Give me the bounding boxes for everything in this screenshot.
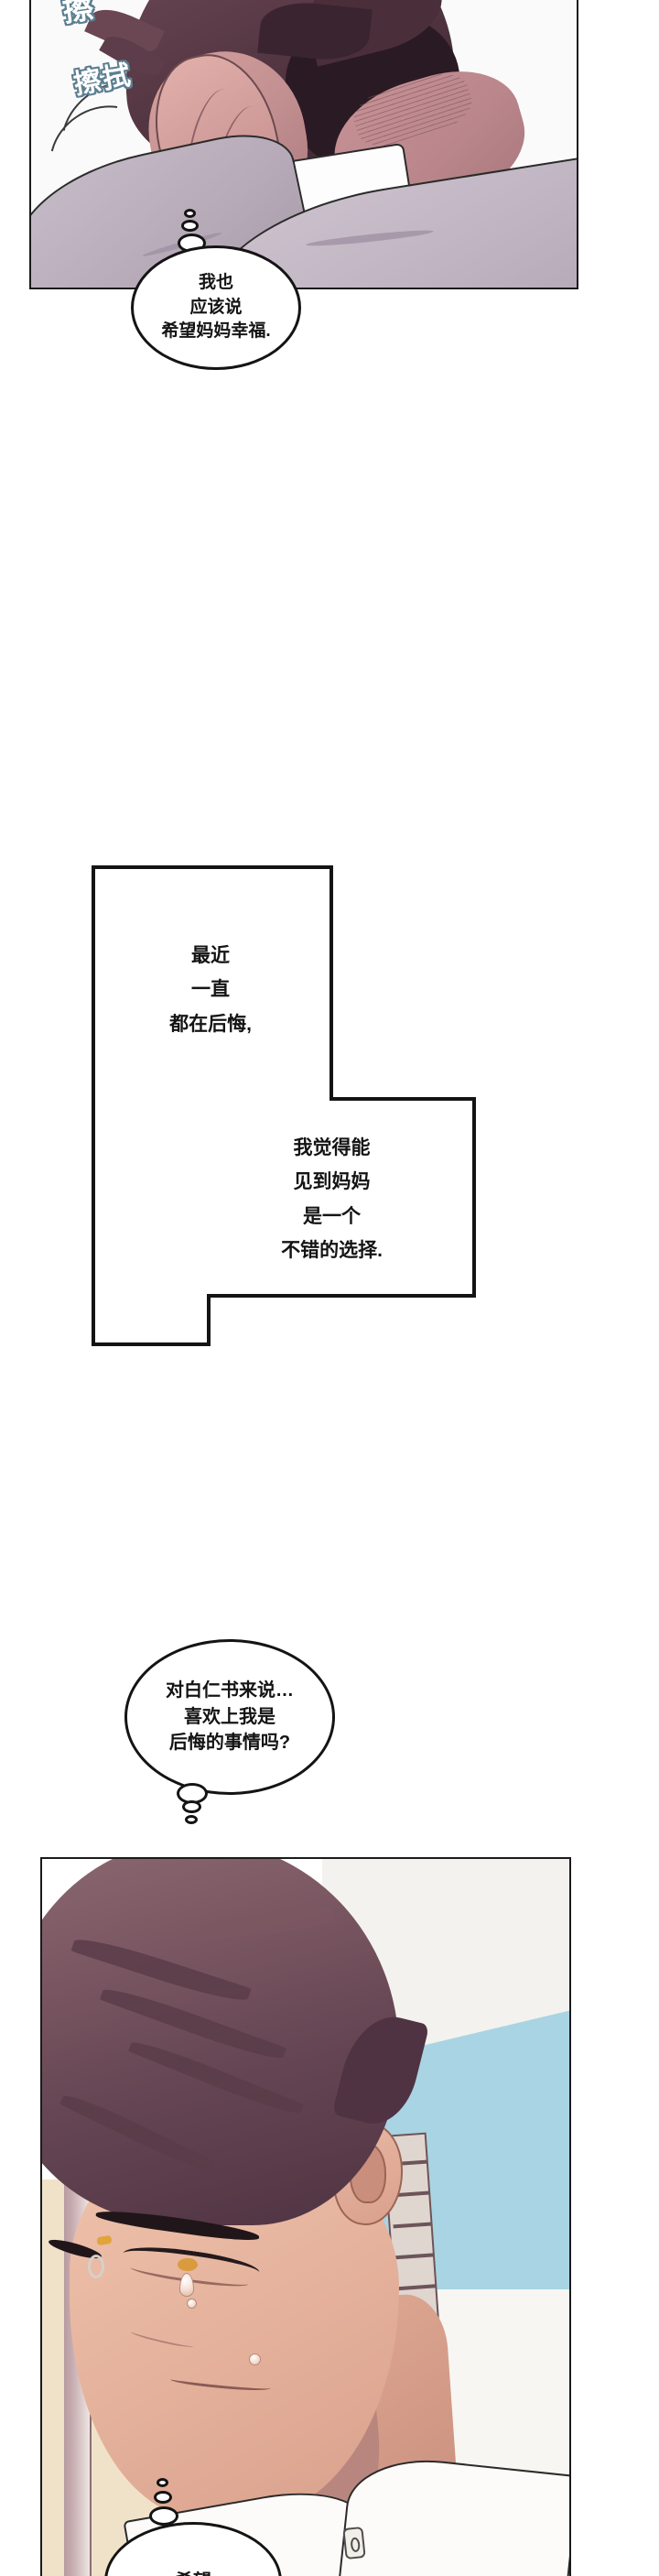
narration-box-outline [92,865,476,1346]
speech-bubble-i-should-say: 我也 应该说 希望妈妈幸福. [131,245,301,370]
narration-line: 不错的选择. [281,1240,383,1262]
embrace-panel: 擦 擦拭 [29,0,578,289]
bubble-line: 我也 [198,272,233,292]
narration-line: 见到妈妈 [293,1171,371,1193]
sound-effect-text: 擦 [59,0,100,30]
bubble-line: 对白仁书来说… [166,1680,294,1701]
narration-box-stepped: 最近 一直 都在后悔, 我觉得能 见到妈妈 是一个 不错的选择. [92,865,476,1346]
narration-line: 都在后悔, [169,1013,252,1035]
tear-drop-icon [179,2273,194,2297]
thought-dot-medium [154,2491,172,2504]
thought-dot-medium [182,1800,201,1813]
crying-face-artwork [42,1859,569,2576]
narration-line: 一直 [191,979,230,1001]
tear-drop-icon [249,2353,261,2365]
tear-drop-icon [187,2299,197,2309]
narration-text-upper: 最近 一直 都在后悔, [110,939,311,1041]
bubble-line: 喜欢上我是 [184,1706,275,1727]
narration-line: 是一个 [303,1205,361,1227]
bubble-line: 希望 [175,2569,211,2576]
narration-text-lower: 我觉得能 见到妈妈 是一个 不错的选择. [224,1131,439,1268]
thought-dot-small [157,2478,168,2487]
speech-bubble-for-baek-inseo: 对白仁书来说… 喜欢上我是 后悔的事情吗? [124,1639,335,1795]
iris-shape [178,2258,198,2271]
bubble-line: 应该说 [189,297,243,317]
collar-button-icon [342,2526,366,2560]
crying-face-panel [40,1857,571,2576]
thought-dot-small [185,1815,198,1824]
narration-line: 我觉得能 [293,1137,371,1158]
embrace-artwork: 擦 擦拭 [31,0,577,288]
bubble-line: 希望妈妈幸福. [161,321,271,342]
thought-dot-small [184,209,196,218]
thought-dot-medium [181,220,199,232]
narration-line: 最近 [191,945,230,966]
earring-hoop-icon [88,2255,104,2278]
bubble-line: 后悔的事情吗? [168,1733,291,1754]
